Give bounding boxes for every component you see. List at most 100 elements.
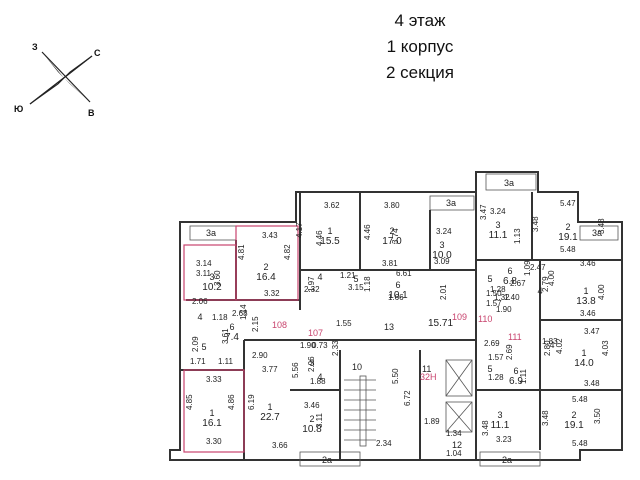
room-dimension: 1.09	[523, 260, 532, 276]
balcony	[299, 451, 361, 467]
room-dimension: 3.77	[262, 365, 278, 374]
balcony-label: 2a	[322, 455, 332, 465]
room-dimension: 3.46	[304, 401, 320, 410]
room-number: 1	[267, 402, 272, 412]
room-number: 3	[209, 272, 214, 282]
room-dimension: 4.81	[237, 244, 246, 260]
room-dimension: 0.73	[312, 341, 328, 350]
room-number: 4	[317, 372, 322, 382]
common-label: 108	[272, 320, 287, 330]
room-dimension: 1.83	[542, 337, 558, 346]
room-dimension: 3.46	[580, 259, 596, 268]
room-number: 6	[229, 322, 234, 332]
room-dimension: 5.48	[572, 395, 588, 404]
room-area: 15.5	[320, 236, 340, 247]
plan-header: 4 этаж 1 корпус 2 секция	[300, 8, 540, 86]
room-number: 5	[487, 364, 492, 374]
room-dimension: 1.11	[218, 357, 234, 366]
balcony	[429, 195, 475, 211]
room-dimension: 2.47	[530, 263, 546, 272]
room-area: 14.0	[574, 358, 594, 369]
room-dimension: 1.11	[519, 368, 528, 384]
elevator-icon	[445, 359, 473, 433]
balconies: 3a 3a 3a 3a 2a 2a	[189, 173, 619, 467]
room-dimension: 1.14	[239, 304, 248, 320]
room-dimension: 3.43	[262, 231, 278, 240]
balcony	[579, 225, 619, 241]
elevator-dim: 1.89	[424, 417, 440, 426]
room-dimension: 3.11	[315, 412, 324, 428]
room-dimension: 2.79	[541, 276, 550, 292]
room-dimension: 2.68	[232, 309, 248, 318]
room-dimension: 1.28	[488, 373, 504, 382]
room-number: 3	[439, 240, 444, 250]
room-number: 1	[209, 408, 214, 418]
room-number: 3	[309, 358, 314, 368]
room-area: 16.1	[202, 418, 222, 429]
small-num: 12	[452, 440, 462, 450]
apartment-highlight	[183, 369, 245, 453]
balcony	[479, 451, 541, 467]
room-area: 10.1	[388, 290, 408, 301]
small-dim: 1.04	[446, 449, 462, 458]
room-dimension: 1.18	[363, 276, 372, 292]
room-dimension: 1.21	[340, 271, 356, 280]
room-dimension: 1.71	[190, 357, 206, 366]
room-number: 4	[537, 286, 542, 296]
room-dimension: 1.88	[310, 377, 326, 386]
corridor-dim: 2.69	[484, 339, 500, 348]
balcony-label: 3a	[446, 198, 456, 208]
room-dimension: 2.96	[307, 356, 316, 372]
room-dimension: 3.48	[481, 420, 490, 436]
room-dimension: 3.47	[479, 204, 488, 220]
room-dimension: 2.80	[543, 340, 552, 356]
room-dimension: 3.60	[213, 270, 222, 286]
common-label: 110	[478, 314, 492, 324]
section-label: 2 секция	[385, 63, 454, 82]
room-dimension: 2.67	[510, 279, 526, 288]
floor-label: 4 этаж	[394, 11, 446, 30]
room-dimension: 3.14	[196, 259, 212, 268]
room-dimension: 5.47	[560, 199, 576, 208]
room-area: 17.0	[382, 236, 402, 247]
room-dimension: 3.09	[434, 257, 450, 266]
room-area: 19.1	[558, 232, 578, 243]
room-number: 2	[309, 414, 314, 424]
room-dimension: 3.48	[541, 410, 550, 426]
room-dimension: 3.62	[324, 201, 340, 210]
room-dimension: 5.48	[560, 245, 576, 254]
compass-s: Ю	[14, 104, 23, 114]
room-number: 4	[549, 340, 554, 350]
room-number: 1	[327, 226, 332, 236]
room-dimension: 2.09	[191, 336, 200, 352]
room-dimension: 3.80	[384, 201, 400, 210]
room-dimension: 3.48	[597, 218, 606, 234]
room-area: 6.8	[503, 276, 517, 287]
room-area: 22.7	[260, 412, 280, 423]
common-label: 109	[452, 312, 467, 322]
common-label: 111	[508, 332, 522, 342]
room-number: 6	[395, 280, 400, 290]
compass-e: В	[88, 108, 95, 118]
room-number: 5	[487, 274, 492, 284]
room-dimension: 2.90	[252, 351, 268, 360]
room-dimension: 3.24	[490, 207, 506, 216]
room-dimension: 3.48	[531, 216, 540, 232]
room-dimension: 3.48	[584, 379, 600, 388]
balcony	[485, 173, 537, 191]
room-dimension: 1.57	[488, 353, 504, 362]
corridor-num: 13	[384, 322, 394, 332]
room-dimension: 5.48	[572, 439, 588, 448]
room-dimension: 3.33	[206, 375, 222, 384]
compass-w: З	[32, 42, 38, 52]
building-label: 1 корпус	[386, 37, 454, 56]
room-number: 1	[583, 286, 588, 296]
room-dimension: 4.82	[283, 244, 292, 260]
room-dimension: 1.90	[300, 341, 316, 350]
room-dimension: 4.02	[555, 338, 564, 354]
room-number: 5	[353, 274, 358, 284]
room-number: 2	[571, 410, 576, 420]
room-dimension: 3.23	[496, 435, 512, 444]
corridor-dim: 1.55	[336, 319, 352, 328]
